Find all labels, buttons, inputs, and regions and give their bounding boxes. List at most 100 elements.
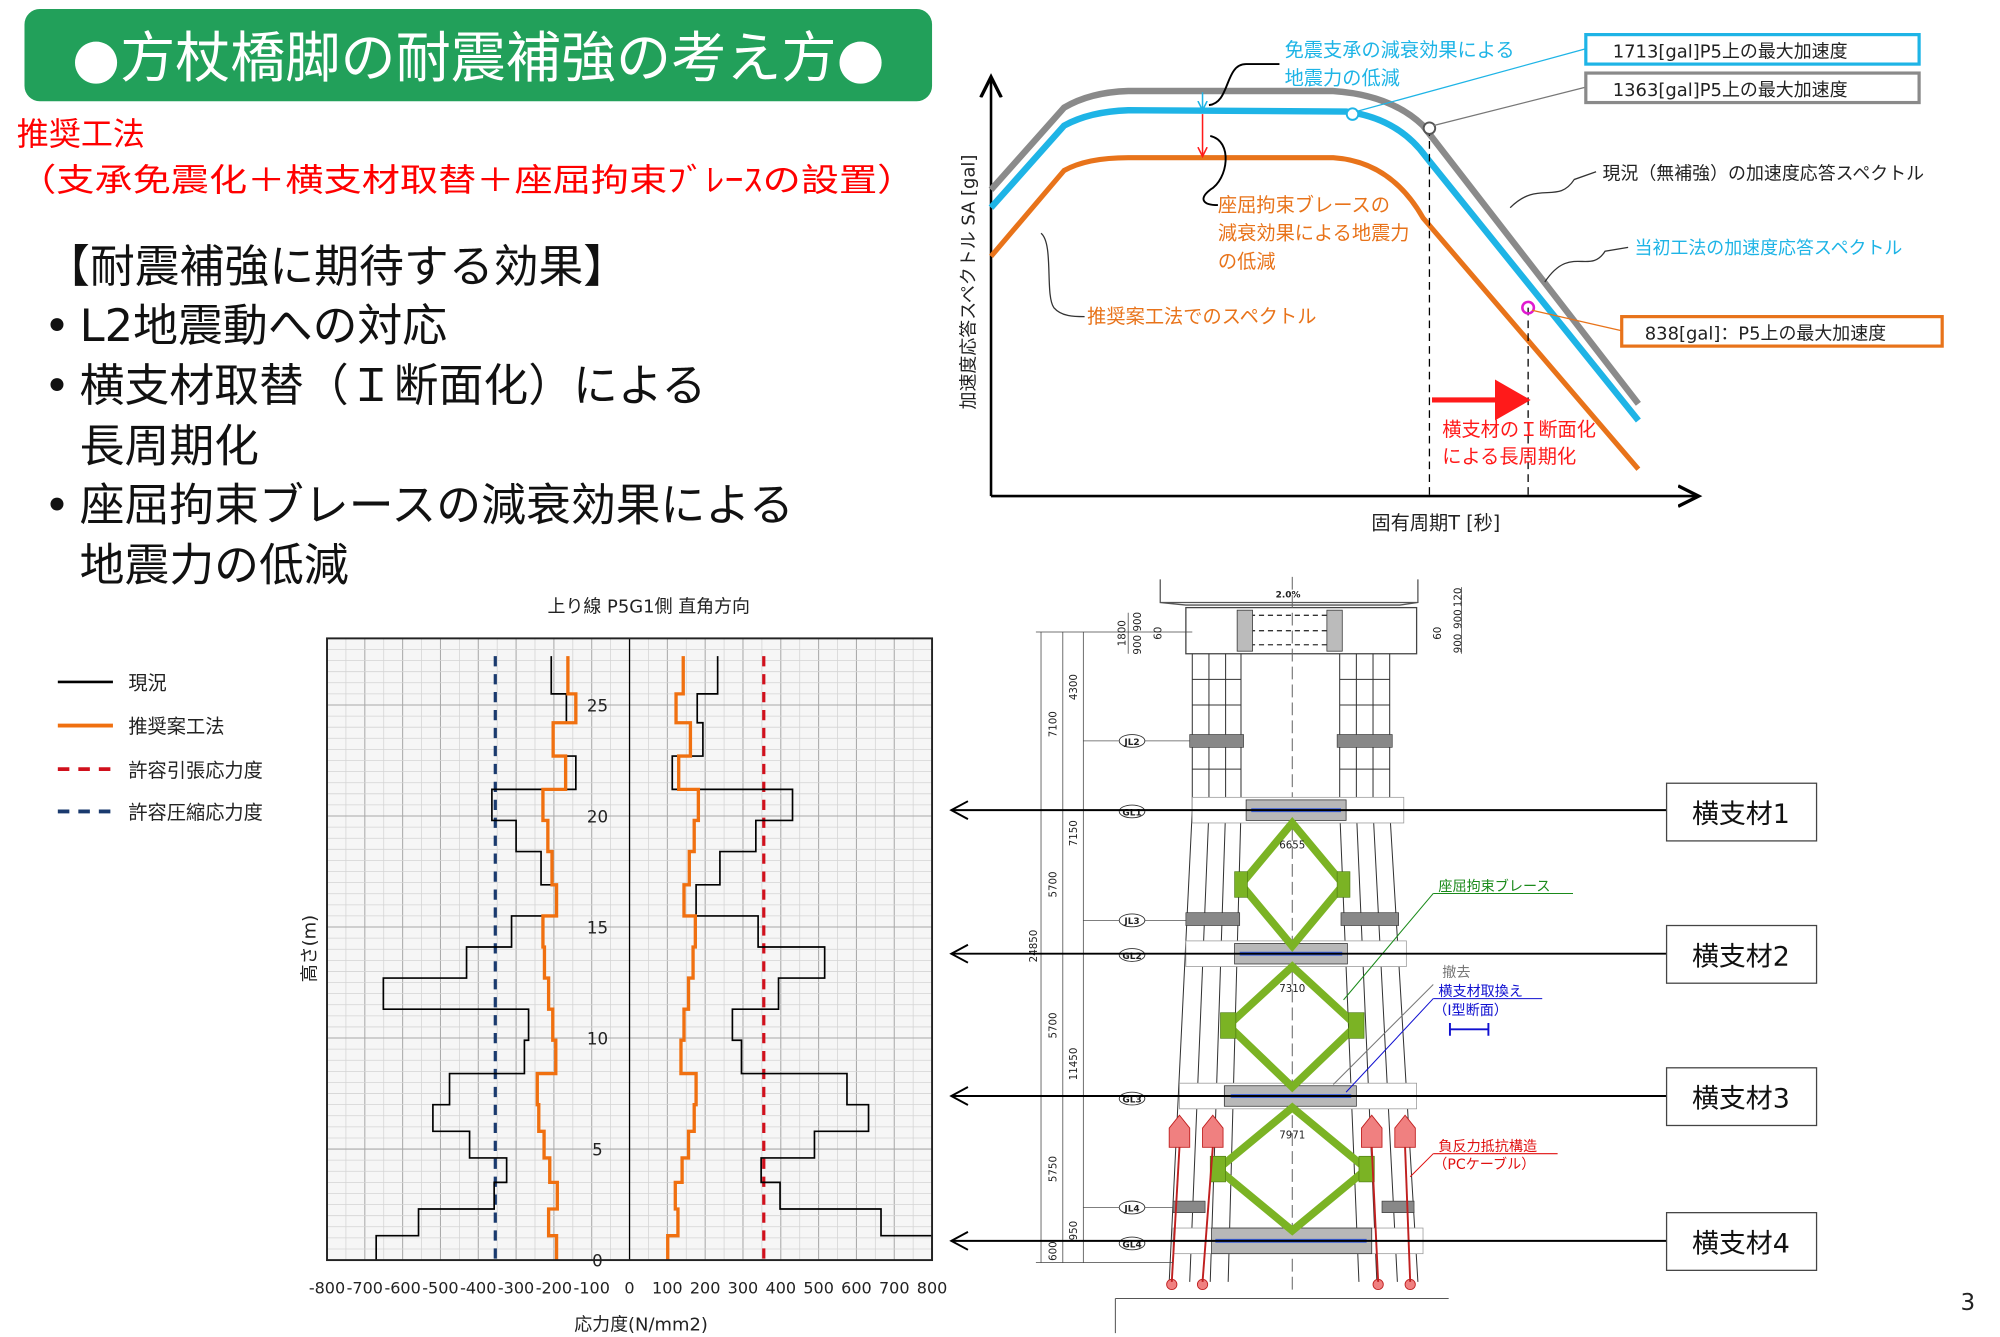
level-tag: GL1 [1122,808,1141,818]
page-title: ●方杖橋脚の耐震補強の考え方● [72,26,885,90]
current-spectrum-label: 現況（無補強）の加速度応答スペクトル [1602,163,1924,184]
cable-annotation: 負反力抵抗構造 [1438,1139,1537,1155]
member-label-4: 横支材4 [1692,1228,1790,1259]
span-dim: 7310 [1279,983,1305,995]
dim: 950 [1068,1221,1080,1241]
replace-annotation: 横支材取換え [1438,984,1523,1000]
effect-item: 座屈拘束ブレースの減衰効果による [80,478,794,531]
pc-cable-anchors [1166,1114,1416,1291]
level-tag: JL2 [1123,738,1139,748]
leader-squiggle [1509,171,1597,209]
bullet-dot: • [44,299,70,352]
level-tag: JL4 [1123,1204,1139,1214]
spectrum-diagram: 加速度応答スペクトル SA [gal] 固有周期T [秒] 免震支承の減衰効果に… [958,33,1944,534]
dim: 5700 [1047,871,1059,897]
removed-annotation: 撤去 [1442,965,1470,981]
dim: 1800 [1117,620,1129,646]
initial-spectrum-label: 当初工法の加速度応答スペクトル [1635,238,1903,259]
bullet-dot: • [44,478,70,531]
leader-squiggle [1202,134,1227,207]
dim: 7100 [1047,711,1059,737]
dim: 5700 [1047,1012,1059,1038]
x-tick-label: 100 [652,1278,683,1297]
legend-label: 許容引張応力度 [128,759,263,782]
cable-annotation: （PCケーブル） [1433,1156,1535,1173]
dim: 4300 [1068,674,1080,700]
span-dim: 7971 [1279,1129,1305,1141]
dimension-lines [1035,587,1462,1264]
legend-label: 現況 [128,672,166,695]
box-blue-text: 1713[gal]P5上の最大加速度 [1613,42,1848,63]
x-axis-label: 応力度(N/mm2) [574,1315,708,1336]
x-tick-label: 400 [766,1278,797,1297]
i-section-icon [1448,1022,1490,1036]
dim: 7150 [1068,820,1080,846]
dim: 5750 [1047,1156,1059,1182]
replace-annotation: （I型断面） [1433,1003,1508,1019]
y-tick-label: 10 [587,1029,608,1048]
current-series-line [375,656,577,1261]
x-tick-label: -200 [536,1278,572,1297]
dim: 24850 [1028,930,1040,963]
y-axis-label: 高さ(m) [299,915,320,982]
chart-title: 上り線 P5G1側 直角方向 [548,597,750,618]
blue-peak-marker [1345,107,1360,121]
legend-label: 推奨案工法 [128,715,224,738]
isolation-note: 地震力の低減 [1285,67,1400,90]
current-series-line [671,656,933,1261]
y-tick-label: 0 [592,1251,603,1270]
x-tick-label: -400 [460,1278,496,1297]
page-number: 3 [1960,1290,1975,1316]
title-banner-bg [24,8,933,102]
leader-squiggle [1040,232,1085,318]
x-tick-label: 0 [624,1278,634,1297]
dim: 900 [1452,634,1464,654]
series-lines [375,656,933,1261]
y-tick-label: 5 [592,1140,603,1159]
dim: 11450 [1068,1048,1080,1081]
level-tag: GL2 [1122,952,1141,962]
leader-line [1433,86,1586,127]
pier-structure-drawing: 2.0% [949,576,1818,1334]
x-tick-label: 300 [728,1278,759,1297]
y-tick-label: 15 [587,918,608,937]
dim: 900 [1452,609,1464,629]
level-tag: JL3 [1123,917,1139,927]
leader-line [1531,309,1622,332]
dim: 60 [1153,627,1165,640]
title-banner: ●方杖橋脚の耐震補強の考え方● [24,8,933,102]
effect-item: 横支材取替（Ｉ断面化）による [80,359,707,412]
leader-squiggle [1208,63,1280,107]
spectrum-ylabel: 加速度応答スペクトル SA [gal] [958,155,979,410]
effects-list: 【耐震補強に期待する効果】 • L2地震動への対応 • 横支材取替（Ｉ断面化）に… [44,240,794,592]
limit-lines [493,656,766,1261]
recommended-spectrum-curve [989,155,1641,471]
x-tick-label: -700 [347,1278,383,1297]
effect-item-cont: 長周期化 [80,419,259,472]
plot-frame [326,637,934,1262]
gray-peak-marker [1422,121,1437,135]
level-tag: GL4 [1122,1240,1141,1250]
span-dim: 6655 [1279,840,1305,852]
x-tick-label: -100 [574,1278,610,1297]
brace-note: の低減 [1218,250,1276,273]
x-tick-label: 200 [690,1278,721,1297]
x-tick-label: -500 [422,1278,458,1297]
box-orange-text: 838[gal]：P5上の最大加速度 [1645,324,1886,345]
method-detail: （支承免震化＋横支材取替＋座屈拘束ﾌﾞﾚｰｽの設置） [18,161,915,199]
x-tick-label: -600 [384,1278,420,1297]
orange-peak-marker [1521,300,1536,315]
dim: 120 [1452,588,1464,608]
current-spectrum-curve [988,87,1641,406]
joint-plates [1172,734,1415,1213]
effects-heading: 【耐震補強に期待する効果】 [45,240,628,293]
brace-annotation: 座屈拘束ブレース [1438,878,1550,895]
box-gray-text: 1363[gal]P5上の最大加速度 [1613,80,1848,101]
y-tick-label: 25 [587,696,608,715]
effect-item: L2地震動への対応 [80,299,448,352]
recommended-series-line [535,656,578,1261]
